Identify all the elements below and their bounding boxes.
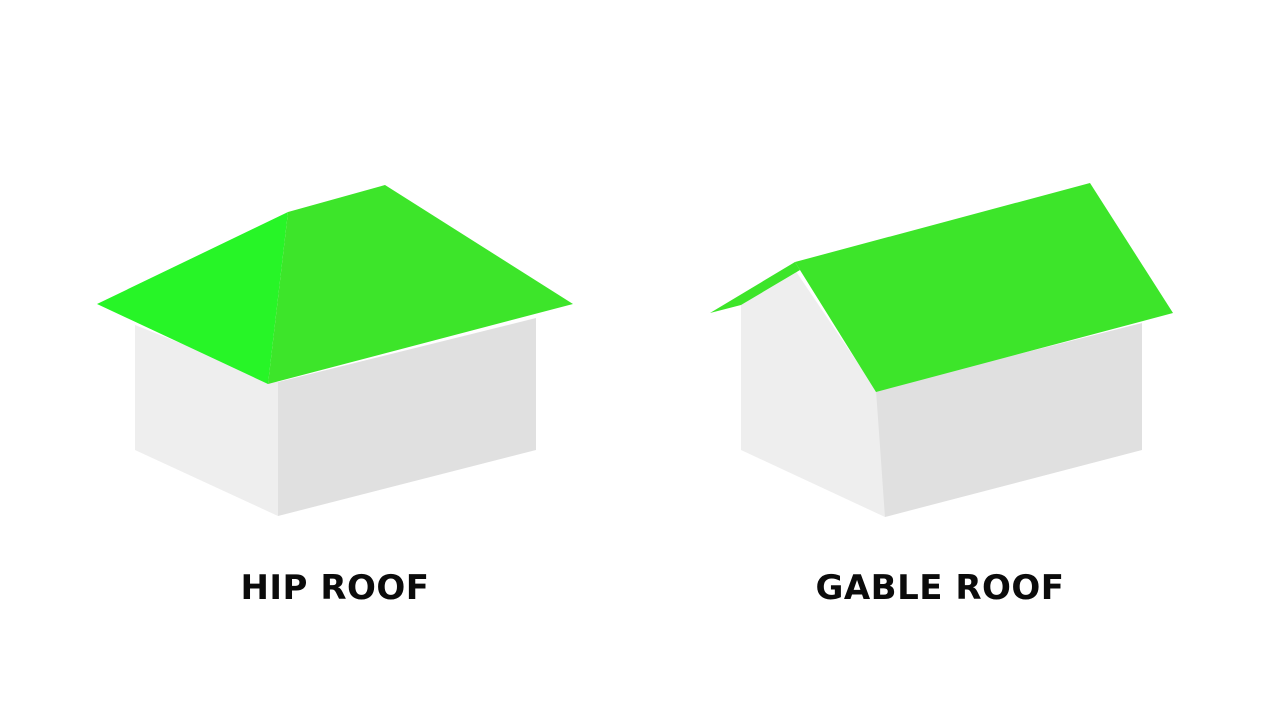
gable-house-front-wall [876,323,1142,517]
hip-roof-front-face [268,185,573,384]
hip-roof-house [97,185,573,516]
gable-roof-end-eave [710,262,800,313]
hip-roof-left-face [97,212,288,384]
gable-house-left-wall [741,270,885,517]
hip-house-front-wall [278,318,536,516]
hip-house-left-wall [135,325,278,516]
gable-roof-main-face [795,183,1173,392]
gable-roof-house [710,183,1173,517]
gable-roof-label: GABLE ROOF [815,568,1065,608]
hip-roof-label: HIP ROOF [240,568,430,608]
